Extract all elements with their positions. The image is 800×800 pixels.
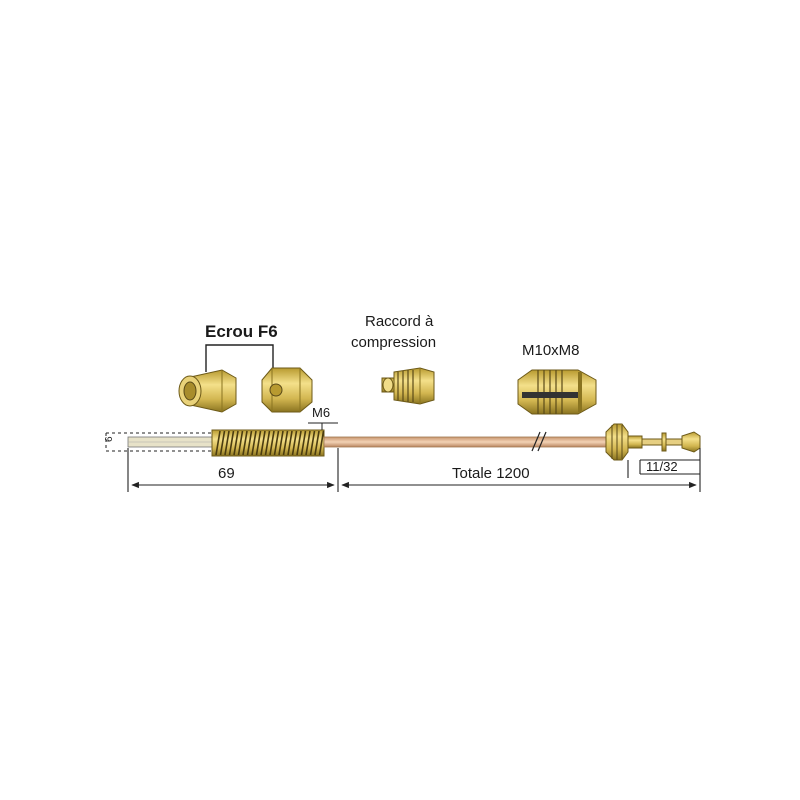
ecrou-nut-front	[178, 369, 237, 413]
coil-turn	[255, 430, 262, 456]
coil-turn	[242, 430, 248, 456]
coil-turn	[237, 430, 244, 456]
coil-turn	[314, 430, 320, 456]
coil-turn	[282, 430, 289, 456]
ecrou-label: Ecrou F6	[205, 322, 278, 341]
length-tip-label: 69	[218, 465, 235, 482]
coil-turn	[228, 430, 235, 456]
diameter-mark: 6	[104, 436, 115, 442]
coil-turn	[278, 430, 284, 456]
probe-tip-outline	[105, 432, 212, 452]
coil-turn	[318, 430, 325, 456]
raccord-label-line1: Raccord à	[365, 313, 434, 330]
coil-turn	[224, 430, 230, 456]
coil-turn	[273, 430, 280, 456]
m10xm8-adapter	[517, 369, 597, 415]
ecrou-nut-side	[261, 367, 313, 413]
coil-turn	[251, 430, 257, 456]
length-total-label: Totale 1200	[452, 465, 530, 482]
raccord-label-line2: compression	[351, 334, 436, 351]
adapter-label: M10xM8	[522, 342, 580, 359]
coil-turn	[296, 430, 302, 456]
coil-turn	[215, 430, 221, 456]
ecrou-bracket	[205, 344, 274, 372]
break-mark	[531, 431, 547, 452]
thread-label: M6	[312, 405, 330, 420]
dimension-lines	[127, 448, 701, 492]
coil-turn	[260, 430, 266, 456]
fitting-size-label: 11/32	[646, 459, 678, 474]
coil-turn	[269, 430, 275, 456]
copper-tube	[323, 436, 615, 448]
coil-turn	[291, 430, 298, 456]
coil-turn	[219, 430, 226, 456]
coil-turn	[300, 430, 307, 456]
coil-turn	[246, 430, 253, 456]
raccord-compression-fitting	[381, 367, 435, 405]
coil-turn	[233, 430, 239, 456]
end-fitting	[605, 423, 701, 461]
coil-turn	[287, 430, 293, 456]
coil-turn	[309, 430, 316, 456]
coil-turn	[305, 430, 311, 456]
threaded-body	[211, 429, 325, 457]
coil-turn	[264, 430, 271, 456]
